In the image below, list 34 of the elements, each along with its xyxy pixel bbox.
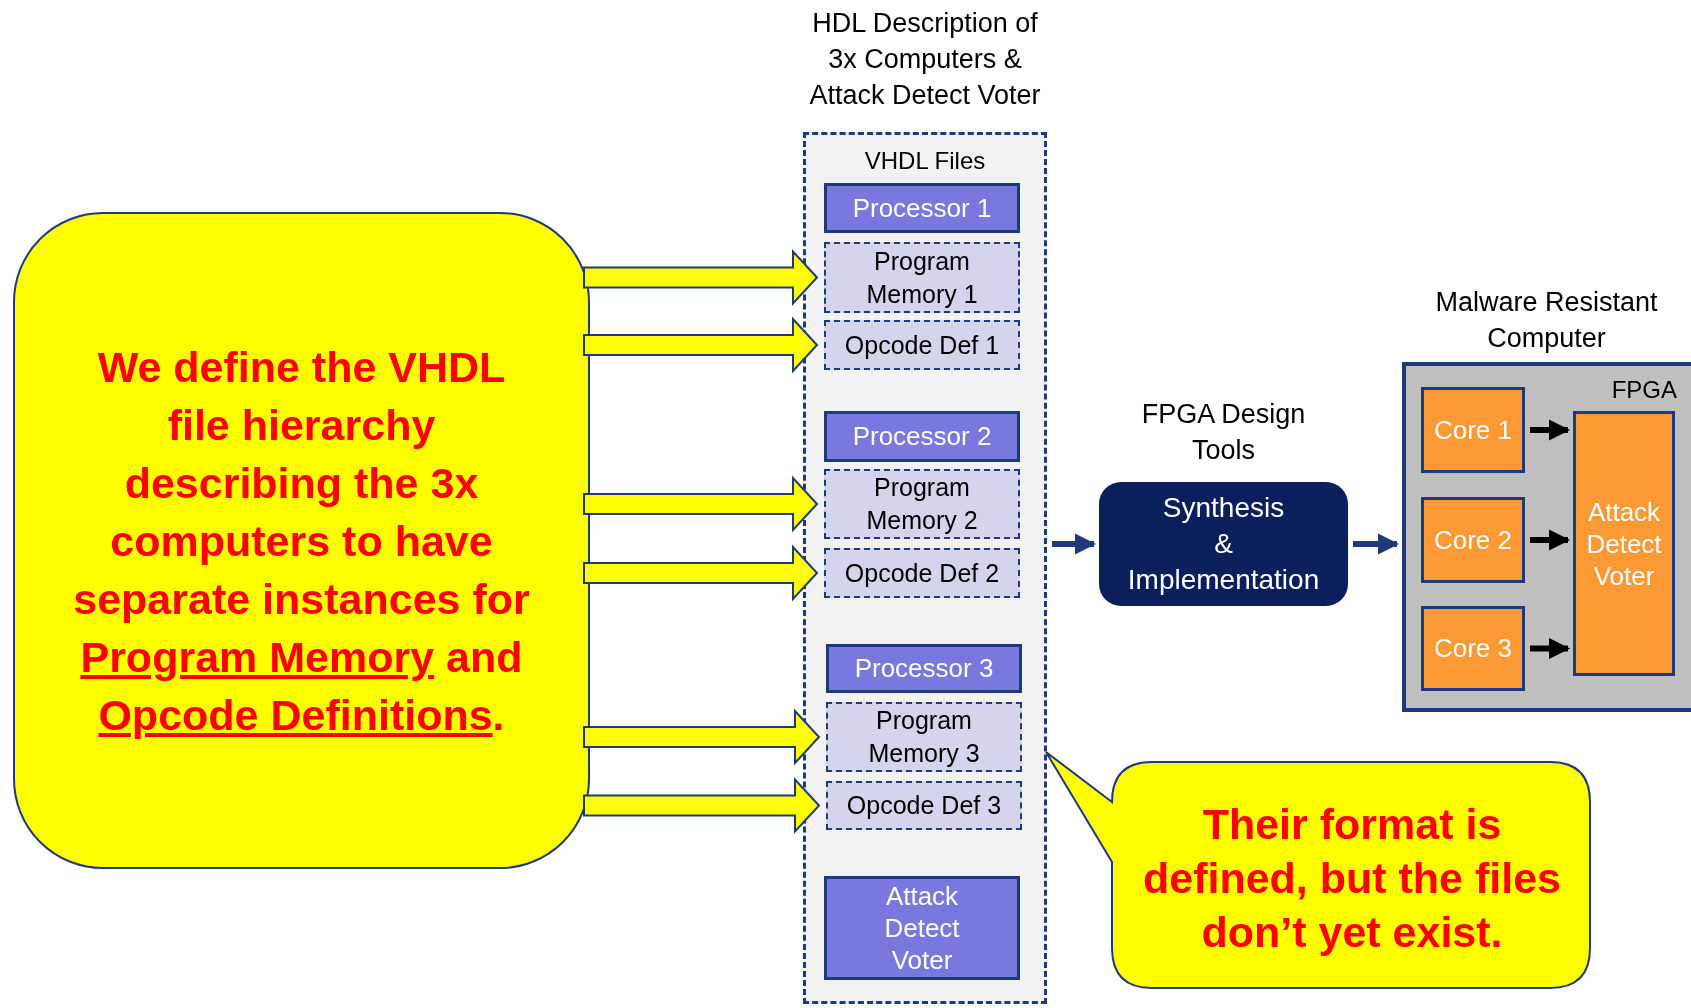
note-text: We define the VHDL file hierarchy describing the 3x computers to have separate instances for Program Memory and Opcode Definitions. [72,341,531,741]
block-arrow [583,544,819,602]
box-label: Synthesis & Implementation [1126,491,1321,597]
heading-text: Malware Resistant Computer [1434,286,1659,355]
callout-text: Their format is defined, but the files don’t yet exist. [1141,799,1563,958]
speech-bubble [1044,750,1592,990]
box-label: Opcode Def 3 [846,790,1002,821]
arrow [1353,533,1400,555]
arrow [1530,529,1571,551]
arrow [1052,533,1097,555]
box-label: Program Memory 3 [867,705,981,769]
box-label: Processor 3 [854,653,994,684]
box-label: Program Memory 1 [865,245,979,310]
block-arrow [583,248,819,307]
box-label: Core 1 [1433,414,1512,446]
arrow [1530,637,1571,660]
block-arrow [583,776,821,835]
box-label: Core 2 [1433,524,1512,556]
box-label: Attack Detect Voter [883,880,961,976]
arrow [1530,419,1571,441]
heading-text: HDL Description of 3x Computers & Attack Detect Voter [808,7,1042,112]
box-label: Core 3 [1433,633,1512,664]
box-label: Attack Detect Voter [1585,495,1663,592]
box-label: Opcode Def 1 [844,329,1000,361]
box-label: Processor 2 [852,421,992,452]
section-label: VHDL Files [863,147,987,175]
heading-text: FPGA Design Tools [1140,398,1307,467]
block-arrow [583,708,821,766]
section-label: FPGA [1611,376,1677,404]
box-label: Processor 1 [852,192,992,224]
block-arrow [583,316,819,374]
block-arrow [583,475,819,533]
box-label: Program Memory 2 [865,472,979,536]
box-label: Opcode Def 2 [844,557,1000,589]
